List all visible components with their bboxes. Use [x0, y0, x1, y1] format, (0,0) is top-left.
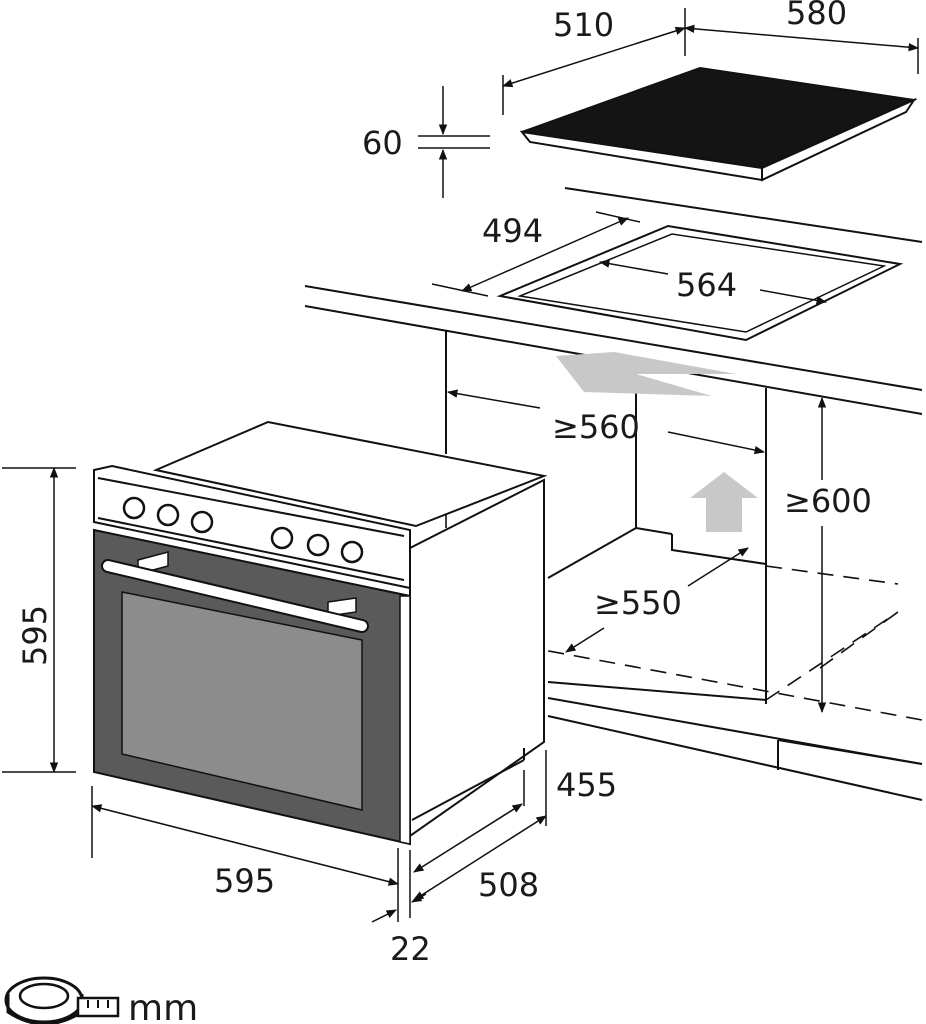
cutout-depth-label: 494 — [482, 212, 543, 250]
oven-depth-label: 508 — [478, 866, 539, 904]
hob-frame-right — [761, 97, 917, 182]
oven-control-panel — [93, 464, 411, 590]
oven-height-dimension: 595 — [2, 466, 76, 774]
unit-label: mm — [128, 988, 198, 1024]
oven-side-label: 455 — [556, 766, 617, 804]
oven-side-dimension: 455 — [413, 750, 617, 901]
knob-icon — [306, 533, 330, 557]
airflow-vent-shape — [556, 352, 736, 396]
oven-front-thickness-label: 22 — [390, 930, 431, 968]
hob-thickness-dimension: 60 — [362, 86, 490, 198]
measuring-tape-icon — [4, 976, 120, 1024]
knob-icon — [270, 526, 294, 550]
knob-icon — [190, 510, 214, 534]
oven-knobs-right — [270, 526, 364, 564]
hob-depth-label: 510 — [553, 6, 614, 44]
oven-width-label: 595 — [214, 862, 275, 900]
cabinet-width-dimension: ≥560 — [446, 389, 766, 455]
knob-icon — [122, 496, 146, 520]
cutout-depth-dimension: 494 — [431, 211, 641, 297]
oven — [93, 420, 548, 846]
oven-front-thickness-dimension: 22 — [371, 893, 431, 968]
oven-width-dimension: 595 — [90, 786, 400, 922]
cabinet-height-label: ≥600 — [784, 482, 872, 520]
knob-icon — [156, 503, 180, 527]
oven-body-top — [152, 420, 548, 528]
knob-icon — [340, 540, 364, 564]
oven-knobs-left — [122, 496, 214, 534]
hob — [519, 66, 918, 182]
cabinet-width-label: ≥560 — [552, 408, 640, 446]
oven-handle — [101, 551, 369, 633]
cutout-width-label: 564 — [676, 266, 737, 304]
hob-width-label: 580 — [786, 0, 847, 32]
hob-depth-dimension: 510 — [501, 6, 687, 115]
airflow-up-arrow-icon — [690, 472, 758, 532]
cabinet-depth-dimension: ≥550 — [565, 547, 749, 653]
airflow-indicators — [556, 352, 758, 532]
oven-height-label: 595 — [16, 605, 54, 666]
hob-width-dimension: 580 — [683, 0, 920, 74]
cutout-width-dimension: 564 — [598, 259, 828, 305]
cabinet-height-dimension: ≥600 — [784, 396, 872, 714]
cabinet-depth-label: ≥550 — [594, 584, 682, 622]
hob-thickness-label: 60 — [362, 124, 403, 162]
hob-glass-top — [521, 66, 918, 170]
